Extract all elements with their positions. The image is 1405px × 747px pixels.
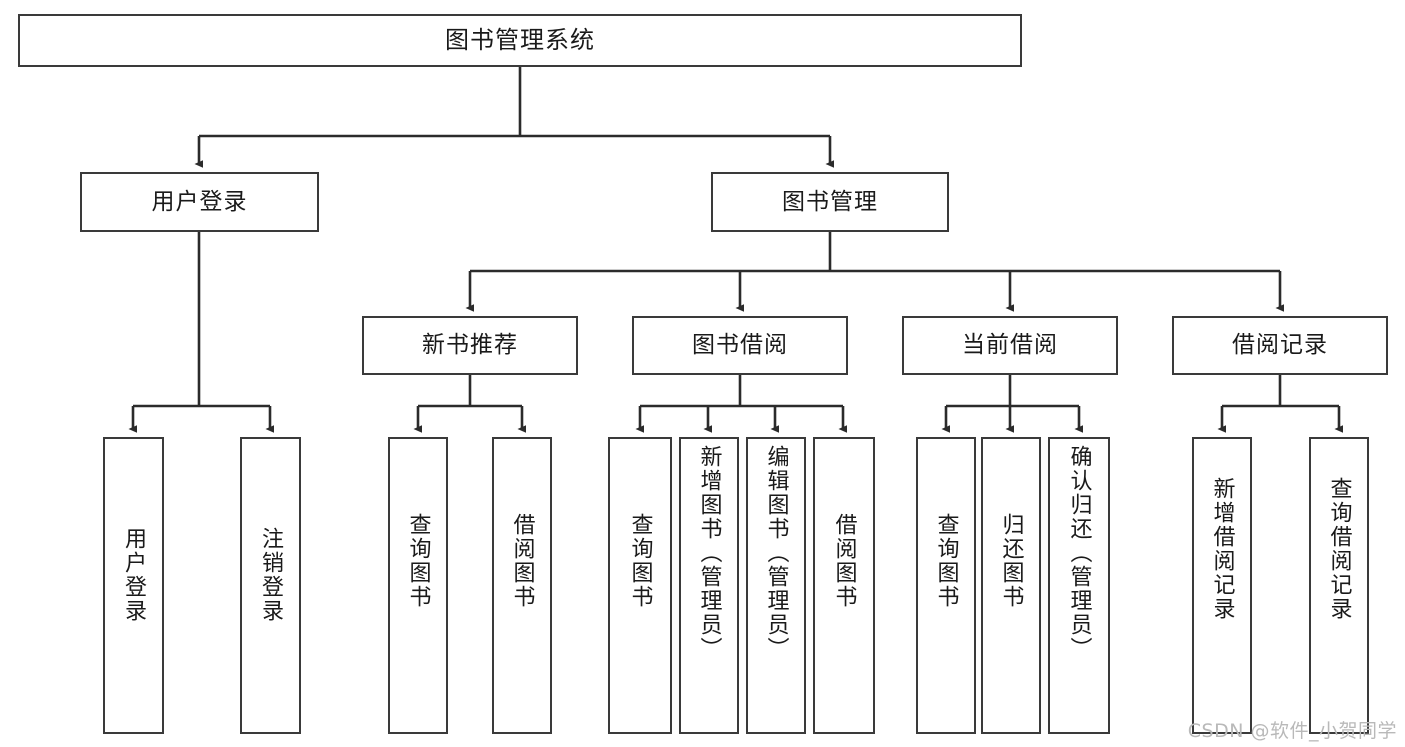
- node-current-borrowing[interactable]: 当前借阅: [902, 316, 1118, 375]
- node-leaf-query-book-1[interactable]: 查询图书: [388, 437, 448, 734]
- watermark-text: CSDN @软件_小贺同学: [1187, 720, 1397, 742]
- node-leaf-edit-book-admin[interactable]: 编辑图书（管理员）: [746, 437, 806, 734]
- node-book-management[interactable]: 图书管理: [711, 172, 949, 232]
- node-label: 查询图书: [405, 513, 431, 609]
- node-label: 借阅图书: [831, 513, 857, 609]
- node-leaf-return-book[interactable]: 归还图书: [981, 437, 1041, 734]
- node-label: 查询图书: [933, 513, 959, 609]
- node-label: 归还图书: [998, 513, 1024, 609]
- node-label: 借阅图书: [509, 513, 535, 609]
- node-book-borrowing[interactable]: 图书借阅: [632, 316, 848, 375]
- node-leaf-query-book-3[interactable]: 查询图书: [916, 437, 976, 734]
- node-label: 查询图书: [627, 513, 653, 609]
- node-label: 用户登录: [121, 527, 147, 623]
- node-leaf-borrow-book-1[interactable]: 借阅图书: [492, 437, 552, 734]
- node-label: 图书管理系统: [445, 25, 595, 54]
- node-leaf-query-borrow-record[interactable]: 查询借阅记录: [1309, 437, 1369, 734]
- node-label: 注销登录: [258, 527, 284, 623]
- node-label: 新书推荐: [422, 332, 518, 359]
- node-label: 用户登录: [151, 188, 248, 215]
- node-leaf-user-logout[interactable]: 注销登录: [240, 437, 301, 734]
- node-label: 确认归还（管理员）: [1066, 445, 1092, 661]
- node-new-book-recommendation[interactable]: 新书推荐: [362, 316, 578, 375]
- node-leaf-confirm-return-admin[interactable]: 确认归还（管理员）: [1048, 437, 1110, 734]
- node-leaf-add-book-admin[interactable]: 新增图书（管理员）: [679, 437, 739, 734]
- node-borrowing-record[interactable]: 借阅记录: [1172, 316, 1388, 375]
- node-label: 当前借阅: [962, 332, 1058, 359]
- node-label: 图书管理: [782, 188, 878, 215]
- node-root-book-management-system[interactable]: 图书管理系统: [18, 14, 1022, 67]
- node-label: 图书借阅: [692, 332, 788, 359]
- node-label: 新增图书（管理员）: [696, 445, 722, 661]
- node-leaf-user-login[interactable]: 用户登录: [103, 437, 164, 734]
- node-user-login[interactable]: 用户登录: [80, 172, 319, 232]
- node-label: 新增借阅记录: [1209, 477, 1235, 621]
- node-leaf-query-book-2[interactable]: 查询图书: [608, 437, 672, 734]
- node-label: 借阅记录: [1232, 332, 1328, 359]
- node-label: 编辑图书（管理员）: [763, 445, 789, 661]
- node-leaf-add-borrow-record[interactable]: 新增借阅记录: [1192, 437, 1252, 734]
- node-leaf-borrow-book-2[interactable]: 借阅图书: [813, 437, 875, 734]
- node-label: 查询借阅记录: [1326, 477, 1352, 621]
